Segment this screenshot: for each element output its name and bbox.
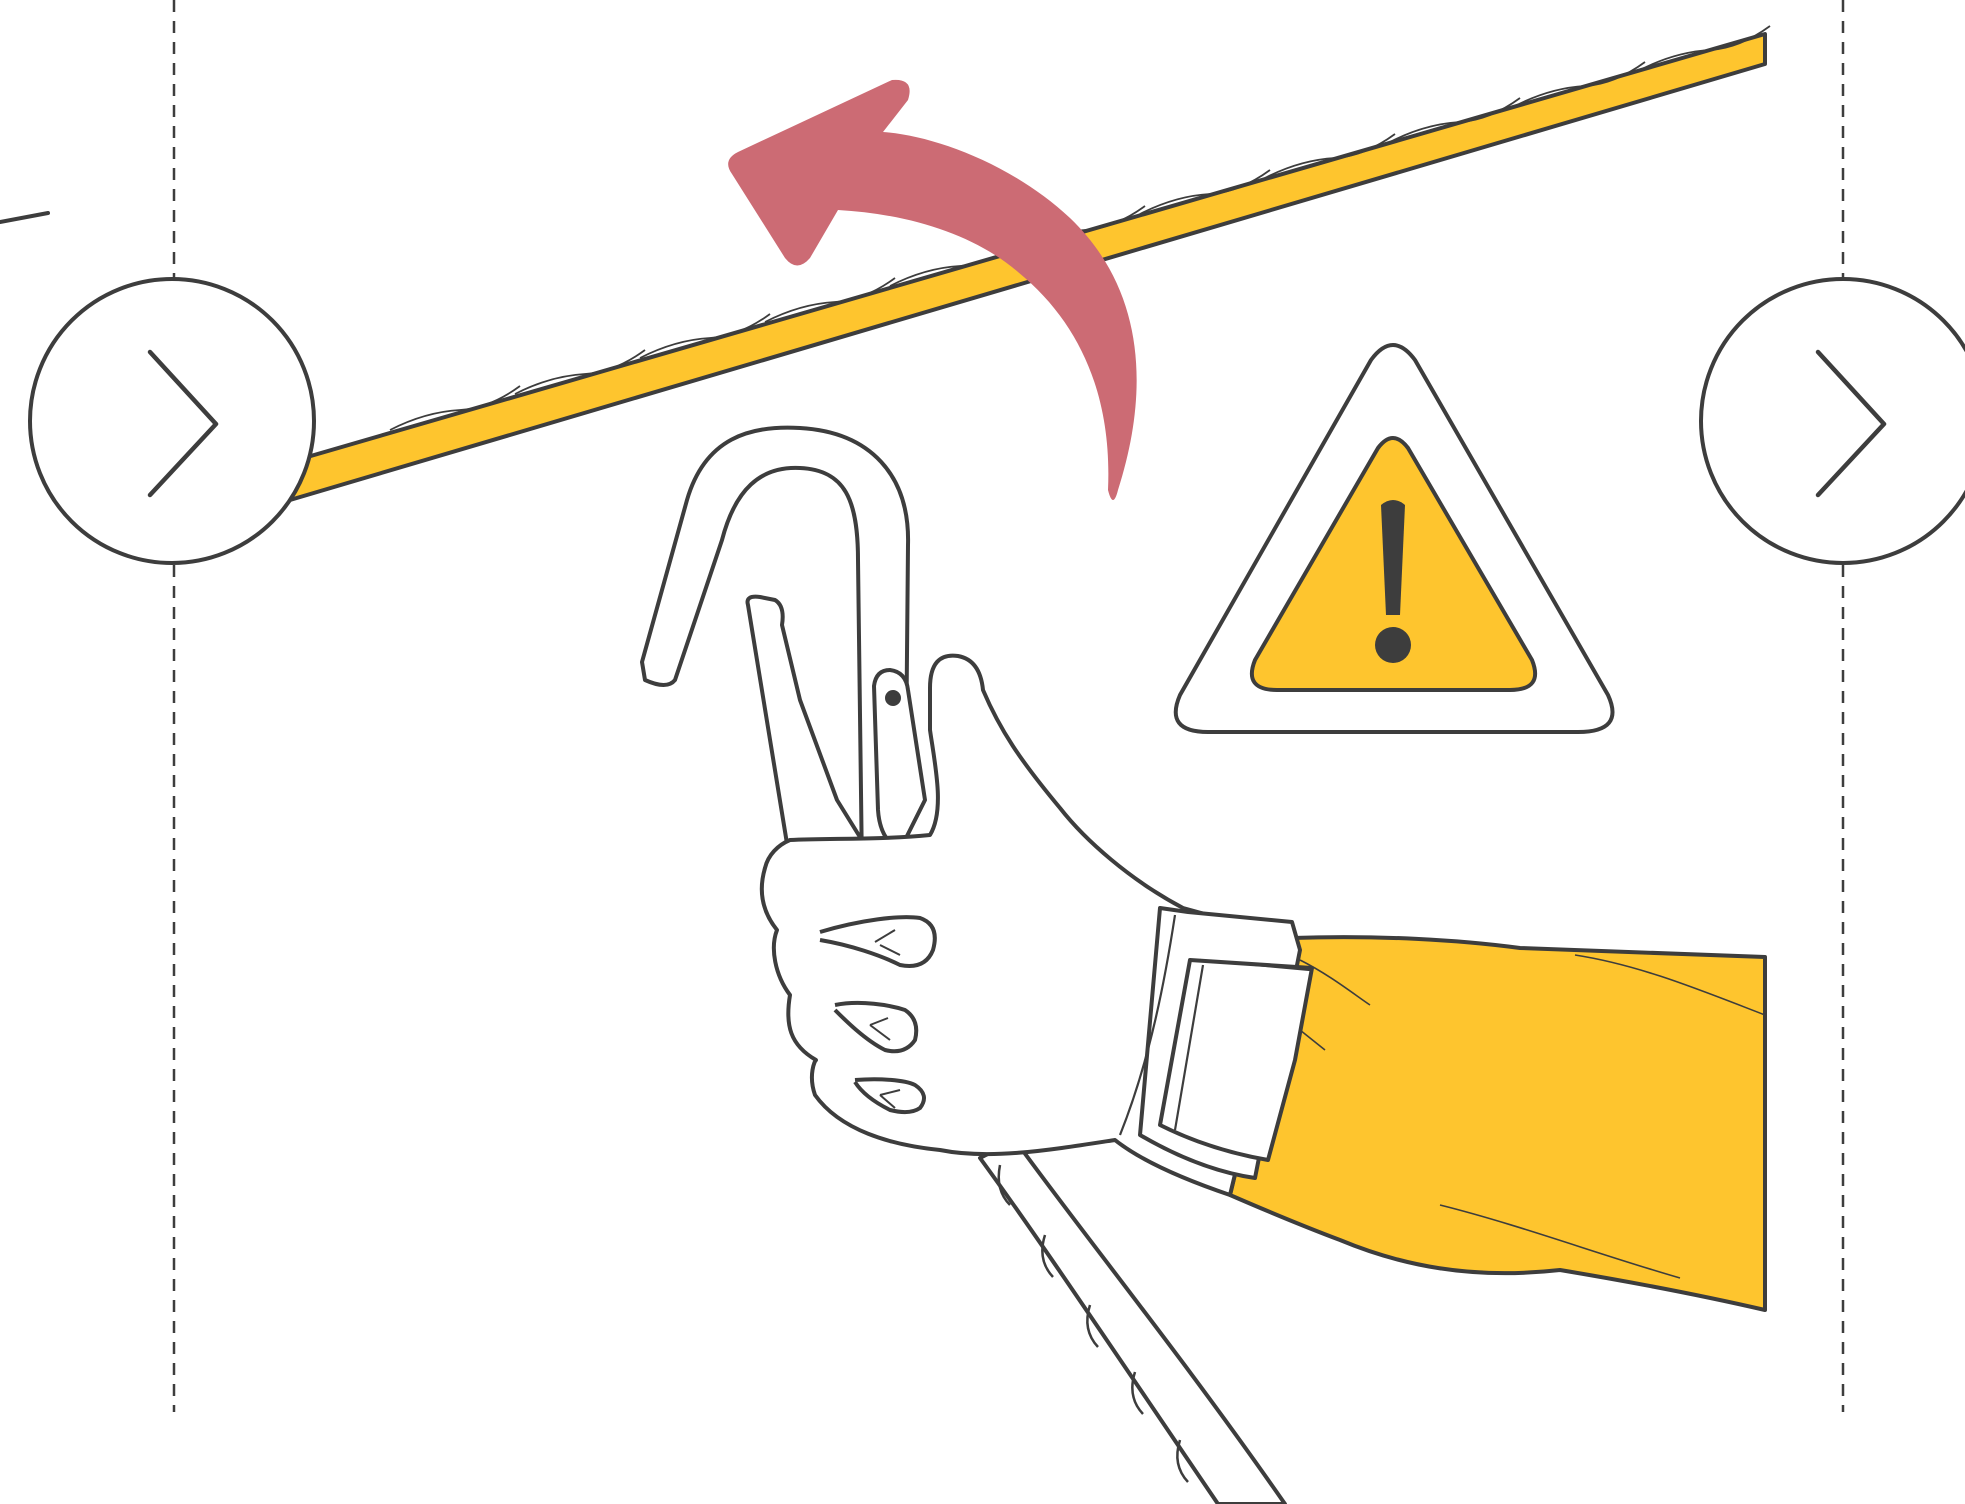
carabiner-hook <box>642 428 925 880</box>
prev-step-button[interactable] <box>30 279 314 563</box>
rope-stub <box>0 213 48 222</box>
warning-icon <box>1176 345 1613 732</box>
worker-sleeve <box>1230 937 1765 1310</box>
gloved-hand <box>762 656 1312 1195</box>
next-step-button[interactable] <box>1701 279 1965 563</box>
